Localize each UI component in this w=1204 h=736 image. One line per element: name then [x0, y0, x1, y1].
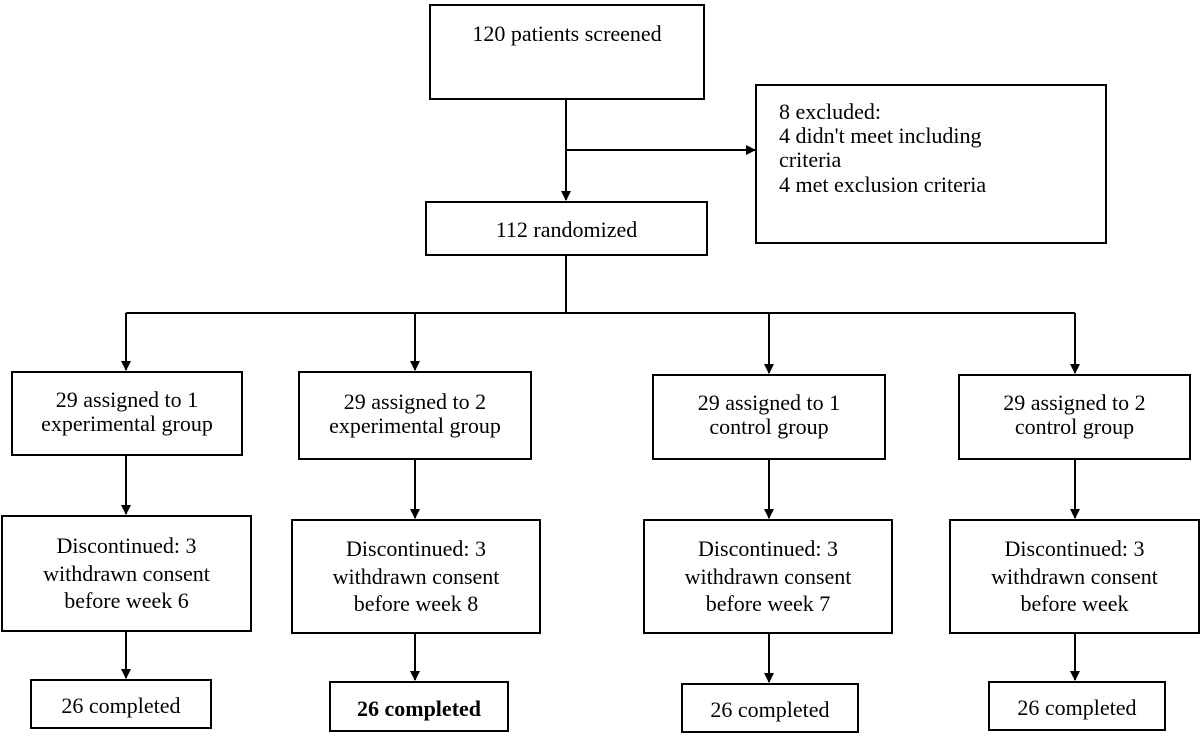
comp-exp2-box: 26 completed	[329, 681, 509, 732]
excluded-box: 8 excluded: 4 didn't meet including crit…	[755, 84, 1107, 244]
disc-ctl2-box: Discontinued: 3 withdrawn consent before…	[949, 519, 1200, 634]
disc-exp2-box: Discontinued: 3 withdrawn consent before…	[291, 519, 541, 634]
assign-exp2-box: 29 assigned to 2 experimental group	[298, 371, 532, 460]
comp-ctl1-box: 26 completed	[681, 683, 859, 733]
assign-ctl1-box: 29 assigned to 1 control group	[652, 374, 886, 460]
assign-ctl2-box: 29 assigned to 2 control group	[958, 374, 1191, 460]
assign-exp1-box: 29 assigned to 1 experimental group	[11, 371, 243, 456]
screened-box: 120 patients screened	[429, 4, 705, 100]
disc-ctl1-box: Discontinued: 3 withdrawn consent before…	[643, 519, 893, 634]
comp-ctl2-box: 26 completed	[988, 681, 1166, 731]
disc-exp1-box: Discontinued: 3 withdrawn consent before…	[1, 515, 252, 632]
randomized-box: 112 randomized	[425, 201, 708, 256]
comp-exp1-box: 26 completed	[30, 679, 212, 729]
